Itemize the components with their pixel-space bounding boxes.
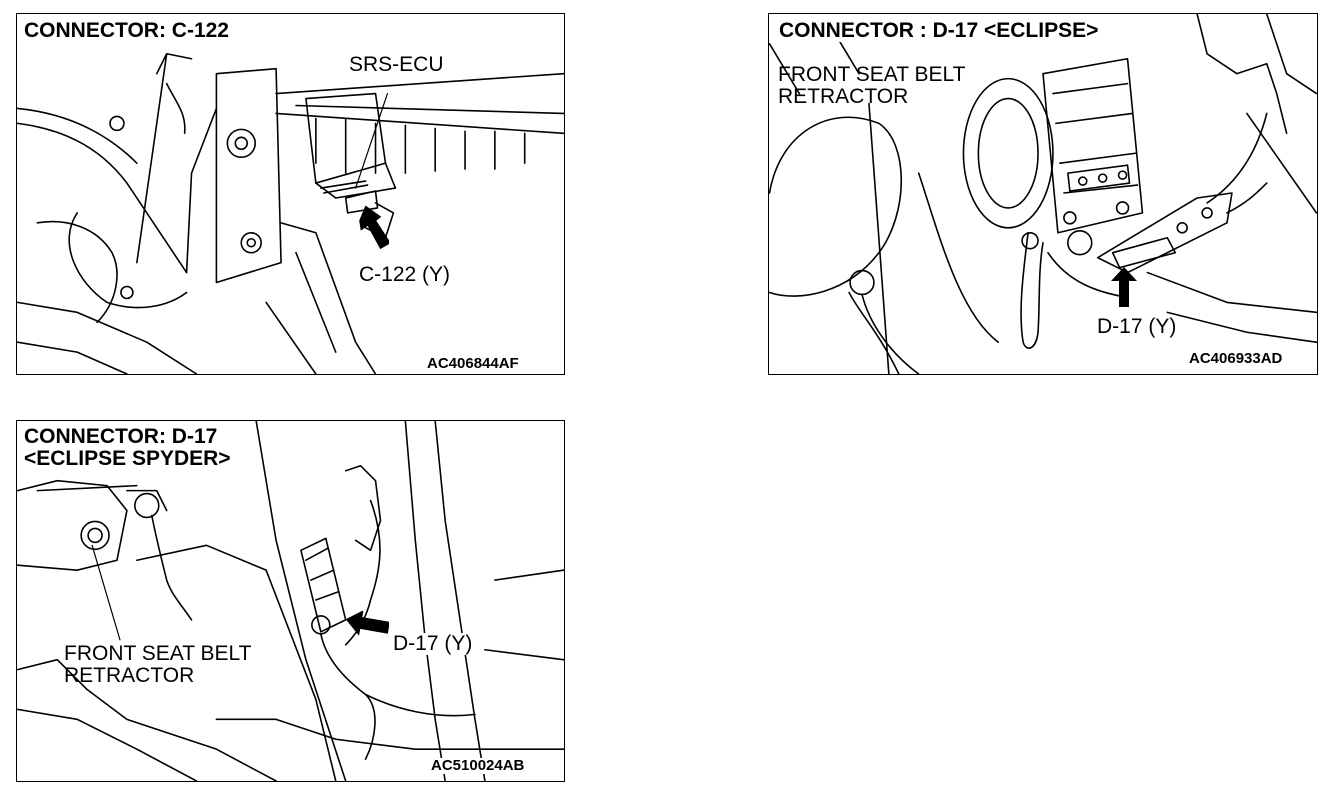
connector-pointer-arrow-icon (1111, 267, 1137, 307)
retractor-label-line1: FRONT SEAT BELT (778, 63, 966, 86)
panel-title-line2: <ECLIPSE SPYDER> (24, 447, 231, 471)
connector-pointer-arrow-icon (359, 205, 389, 250)
c122-line-art (17, 52, 564, 374)
retractor-label: FRONT SEAT BELT RETRACTOR (62, 642, 253, 688)
retractor-label-line2: RETRACTOR (64, 664, 195, 688)
srs-ecu-label: SRS-ECU (347, 53, 446, 77)
figure-code: AC406844AF (425, 355, 521, 372)
retractor-label: FRONT SEAT BELT RETRACTOR (776, 63, 967, 109)
figure-code: AC510024AB (429, 757, 527, 774)
connector-pointer-arrow-icon (345, 611, 389, 636)
d17-eclipse-line-art (769, 14, 1317, 374)
panel-title: CONNECTOR: C-122 (21, 19, 232, 43)
connector-label-c122: C-122 (Y) (357, 263, 453, 287)
d17-spyder-line-art (17, 421, 564, 781)
diagram-panel-d17-eclipse: CONNECTOR : D-17 <ECLIPSE> FRONT SEAT BE… (768, 13, 1318, 375)
connector-label-d17: D-17 (Y) (391, 632, 475, 656)
panel-title: CONNECTOR : D-17 <ECLIPSE> (776, 19, 1102, 43)
diagram-panel-c122: CONNECTOR: C-122 SRS-ECU C-122 (Y) AC406… (16, 13, 565, 375)
figure-code: AC406933AD (1187, 350, 1285, 367)
retractor-label-line1: FRONT SEAT BELT (64, 642, 252, 665)
panel-title: CONNECTOR: D-17 <ECLIPSE SPYDER> (21, 425, 234, 471)
diagram-panel-d17-eclipse-spyder: CONNECTOR: D-17 <ECLIPSE SPYDER> D-17 (Y… (16, 420, 565, 782)
connector-label-d17: D-17 (Y) (1095, 315, 1179, 339)
panel-title-line1: CONNECTOR: D-17 (24, 425, 218, 448)
retractor-label-line2: RETRACTOR (778, 85, 909, 109)
